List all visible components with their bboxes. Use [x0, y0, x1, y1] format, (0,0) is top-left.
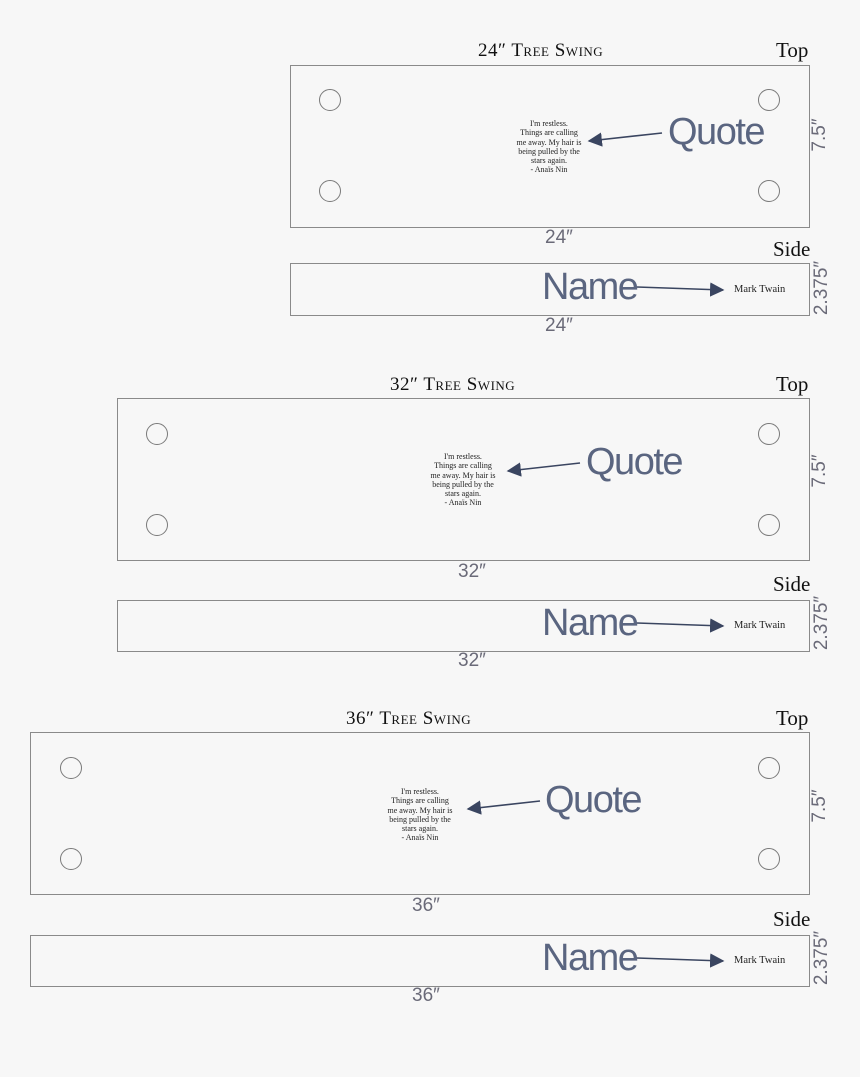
side-view-board [30, 935, 810, 987]
mounting-hole [60, 848, 82, 870]
side-view-label: Side [773, 572, 811, 596]
mounting-hole [319, 89, 341, 111]
top-view-label: Top [776, 38, 809, 62]
mounting-hole [758, 423, 780, 445]
width-dimension: 24″ [545, 227, 573, 248]
top-view-board [290, 65, 810, 228]
mounting-hole [146, 514, 168, 536]
mounting-hole [60, 757, 82, 779]
mounting-hole [758, 514, 780, 536]
mounting-hole [758, 757, 780, 779]
swing-title: 24″ Tree Swing [478, 40, 604, 61]
mounting-hole [758, 848, 780, 870]
width-dimension: 32″ [458, 561, 486, 582]
mounting-hole [319, 180, 341, 202]
top-view-label: Top [776, 372, 809, 396]
width-dimension: 32″ [458, 650, 486, 671]
swing-title: 36″ Tree Swing [346, 708, 472, 729]
side-view-label: Side [773, 237, 811, 261]
quote-callout: Quote [668, 111, 766, 153]
engraved-name: Mark Twain [734, 620, 786, 631]
name-callout: Name [542, 266, 639, 308]
quote-callout: Quote [586, 441, 684, 483]
name-callout: Name [542, 937, 639, 979]
top-view-board [30, 732, 810, 895]
mounting-hole [758, 180, 780, 202]
mounting-hole [146, 423, 168, 445]
mounting-hole [758, 89, 780, 111]
height-dimension: 2.375″ [811, 930, 832, 986]
side-view-board [117, 600, 810, 652]
name-callout: Name [542, 602, 639, 644]
engraved-name: Mark Twain [734, 284, 786, 295]
top-view-label: Top [776, 706, 809, 730]
width-dimension: 36″ [412, 895, 440, 916]
side-view-label: Side [773, 907, 811, 931]
top-view-board [117, 398, 810, 561]
engraved-name: Mark Twain [734, 955, 786, 966]
quote-callout: Quote [545, 779, 643, 821]
swing-title: 32″ Tree Swing [390, 374, 516, 395]
width-dimension: 24″ [545, 315, 573, 336]
width-dimension: 36″ [412, 985, 440, 1006]
